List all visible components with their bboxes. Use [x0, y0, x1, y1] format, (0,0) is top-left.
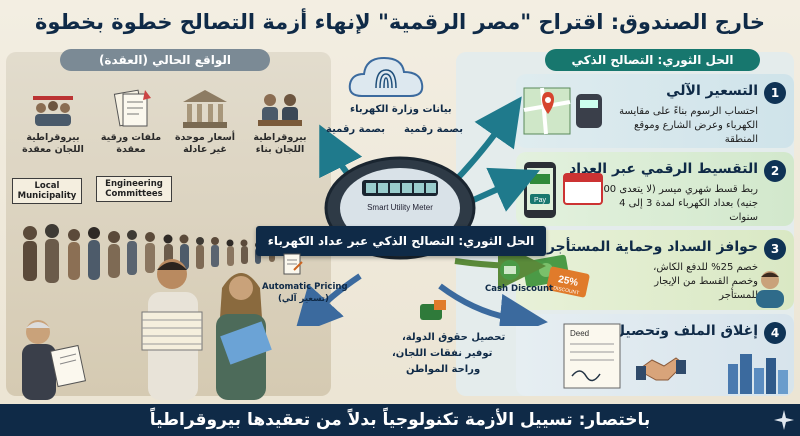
problem-label: أسعار موحدة غير عادلة	[174, 132, 236, 155]
woman-with-plans-illustration	[216, 273, 272, 400]
fingerprint-cloud-icon	[348, 56, 424, 97]
sparkle-icon	[774, 410, 794, 430]
deed-document-icon: Deed	[563, 323, 621, 389]
center-banner: الحل الثوري: التصالح الذكي عبر عداد الكه…	[256, 226, 546, 256]
wallet-icon	[420, 300, 446, 320]
problem-label: ملفات ورقية معقدة	[100, 132, 162, 155]
automatic-pricing-label: Automatic Pricing	[262, 282, 348, 292]
fingerprint-right-label: بصمة رقمية	[404, 124, 464, 135]
step-number: 3	[764, 238, 786, 260]
step-number: 2	[764, 160, 786, 182]
problem-tile-files: ملفات ورقية معقدة	[96, 88, 166, 156]
step-description: احتساب الرسوم بناءً على مقايسة الكهرباء …	[619, 106, 758, 145]
step-description: ربط قسط شهري ميسر (لا يتعدى 500 جنيه) بع…	[597, 184, 758, 223]
group-icon	[33, 96, 73, 126]
city-skyline-icon	[728, 354, 788, 394]
outcome-line-3: وراحة المواطن	[406, 364, 481, 375]
automatic-pricing-label-ar: (تسعير آلي)	[278, 294, 329, 304]
electricity-data-label: بيانات وزارة الكهرباء	[350, 104, 452, 115]
government-building-icon	[183, 90, 227, 128]
fingerprint-left-label: بصمة رقمية	[326, 124, 386, 135]
step-number: 1	[764, 82, 786, 104]
step-number: 4	[764, 322, 786, 344]
step-close-file: 4 إغلاق الملف وتحصيل 100% Deed	[516, 314, 794, 396]
current-reality-header: الواقع الحالي (العقدة)	[60, 49, 270, 71]
problem-label: بيروقراطية اللجان معقدة	[22, 132, 84, 155]
deed-label: Deed	[570, 329, 589, 338]
handshake-icon	[636, 357, 686, 381]
page-title: خارج الصندوق: اقتراح "مصر الرقمية" لإنها…	[34, 10, 766, 34]
step-payment-incentives: 3 حوافز السداد وحماية المستأجر خصم 25% ل…	[516, 230, 794, 310]
problem-tile-committee: بيروقراطية اللجان بناء	[245, 88, 315, 156]
paper-files-icon	[113, 89, 151, 127]
tenant-avatar	[756, 271, 784, 308]
cash-discount-label: Cash Discount	[485, 284, 554, 294]
pay-label: Pay	[534, 197, 547, 204]
cash-icon	[500, 260, 520, 280]
step-automatic-pricing: 1 التسعير الآلي احتساب الرسوم بناءً على …	[516, 74, 794, 148]
map-and-meter-icon	[523, 87, 602, 135]
step-title: التقسيط الرقمي عبر العداد	[569, 161, 758, 177]
smart-solution-header: الحل الثوري: التصالح الذكي	[545, 49, 760, 71]
meter-label: Smart Utility Meter	[367, 203, 433, 212]
step-title: حوافز السداد وحماية المستأجر	[546, 239, 758, 255]
man-carrying-papers-illustration	[141, 259, 203, 400]
step-title: التسعير الآلي	[666, 83, 758, 99]
discount-word: DISCOUNT	[553, 285, 580, 296]
problem-tile-building: أسعار موحدة غير عادلة	[170, 88, 240, 156]
official-with-papers-illustration	[22, 320, 87, 400]
step-description: خصم 25% للدفع الكاش، وخصم القسط من الإيج…	[653, 262, 758, 301]
summary-bar: باختصار: تسييل الأزمة تكنولوجياً بدلاً م…	[0, 404, 800, 436]
discount-percent: 25%	[557, 274, 579, 289]
municipality-sign: Local Municipality	[12, 178, 82, 204]
committee-icon	[258, 94, 302, 126]
committees-sign: Engineering Committees	[96, 176, 172, 202]
pricing-document-icon	[283, 253, 303, 275]
outcome-line-1: تحصيل حقوق الدولة،	[402, 332, 506, 343]
problem-tile-group: بيروقراطية اللجان معقدة	[18, 88, 88, 156]
problem-label: بيروقراطية اللجان بناء	[253, 132, 307, 155]
outcome-line-2: توفير نفقات اللجان،	[392, 348, 493, 359]
